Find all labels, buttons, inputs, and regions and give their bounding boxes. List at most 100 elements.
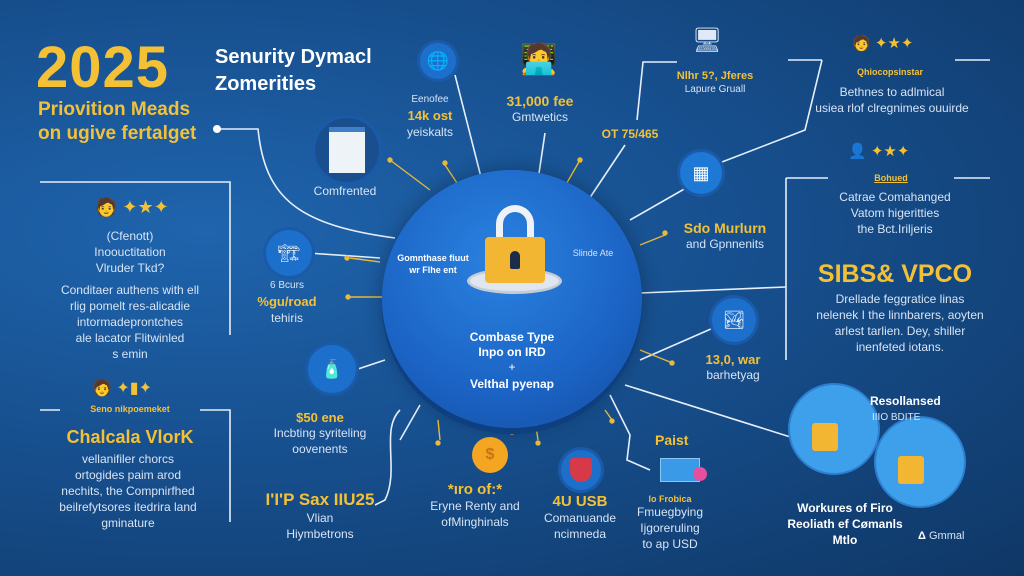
brand-name: Gmmal xyxy=(928,530,965,542)
node-value: *ıro of:* xyxy=(447,481,503,498)
body-line: s emin xyxy=(112,347,148,361)
shield-icon xyxy=(561,450,601,490)
bottle-icon: 🧴 xyxy=(308,345,356,393)
node-title: Paist xyxy=(655,432,689,448)
caption-line: Inpo on IRD xyxy=(478,345,546,359)
security-badge-1 xyxy=(790,385,878,473)
node-value: lo Frobica xyxy=(648,494,692,504)
caption-line: Mtlo xyxy=(832,533,858,547)
node-label: 6 Bcurs xyxy=(270,280,304,291)
node-label: ofMinghinals xyxy=(441,515,509,529)
node-coin: *ıro of:*Eryne Renty and ofMinghinals xyxy=(430,481,519,530)
panel-tag: Qhiocopsinstar xyxy=(856,67,924,77)
caption-line: Velthal pyenap xyxy=(469,377,555,391)
globe-icon: 🌐 xyxy=(420,43,456,79)
award-icons: 👤 ✦★✦ xyxy=(848,143,910,160)
node-label: Fmuegbying xyxy=(636,505,704,519)
right-panel-body: Drellade feggratice linas nelenek I the l… xyxy=(816,291,983,355)
node-value: $50 ene xyxy=(296,410,344,425)
body-line: rlig pomelt res-alicadie xyxy=(69,299,191,313)
subtitle-line: on ugive fertalget xyxy=(38,123,197,144)
body-line: Catrae Comahanged xyxy=(839,190,951,204)
panel-tag: Seno nikpoemeket xyxy=(90,404,170,414)
heading-line: Vlruder Tkd? xyxy=(95,261,165,275)
award-icons: 🧑 ✦★✦ xyxy=(95,197,169,217)
award-icons: 🧑 ✦★✦ xyxy=(852,35,914,52)
node-label: Hiymbetrons xyxy=(286,527,354,541)
security-badge-2 xyxy=(876,418,964,506)
body-line: Vatom higeritties xyxy=(850,206,940,220)
worker-icon: 🏗 xyxy=(266,230,312,276)
node-label: yeiskalts xyxy=(406,125,454,139)
node-label: Lapure Gruall xyxy=(684,84,746,95)
panel-title: Chalcala VlorK xyxy=(66,427,194,447)
node-label: Gmtwetics xyxy=(511,110,569,124)
document-icon xyxy=(315,118,379,182)
panel-tag: Bohued xyxy=(874,173,908,183)
body-line: beilrefytsores itedrira land xyxy=(59,500,197,514)
body-line: gminature xyxy=(101,516,155,530)
caption-line: Reoliath ef Cømanls xyxy=(787,517,903,531)
title-line: Senurity Dymacl xyxy=(215,46,372,68)
body-line: nechits, the Compnirfhed xyxy=(61,484,195,498)
body-line: nelenek I the linnbarers, aoyten xyxy=(816,308,984,322)
node-label: to ap USD xyxy=(642,537,698,551)
badge-title: Resollansed xyxy=(870,394,941,408)
triangle-icon: Δ xyxy=(918,530,926,542)
network-icon: ▦ xyxy=(680,152,722,194)
node-label: oovenents xyxy=(292,442,348,456)
caption-line: Combase Type xyxy=(469,330,555,344)
node-value: Sdo Murlurn xyxy=(683,220,767,236)
chart-icon xyxy=(660,458,707,482)
device-icon: 🖥 xyxy=(692,27,723,54)
node-value: %gu/road xyxy=(257,294,317,309)
body-line: ale lacator Flitwinled xyxy=(75,331,185,345)
node-value: 31,000 fee xyxy=(506,93,574,109)
right-panel-title: SIBS& VPCO xyxy=(817,260,973,288)
body-line: Drellade feggratice linas xyxy=(835,292,965,306)
node-label: Comanuande xyxy=(543,511,617,525)
body-line: vellanifiler chorcs xyxy=(81,452,175,466)
body-line: usiea rlof clregnimes ouuirde xyxy=(815,101,969,115)
award-icons: 🧑 ✦▮✦ xyxy=(92,380,152,397)
node-label: ncimneda xyxy=(553,527,607,541)
node-value: 4U USB xyxy=(552,493,608,510)
node-label: and Gpnnenits xyxy=(685,237,765,251)
node-label: tehiris xyxy=(270,311,304,325)
body-line: arlest tarlien. Dey, shiller xyxy=(834,324,966,338)
body-line: inenfeted iotans. xyxy=(855,340,945,354)
landscape-icon: 🏞 xyxy=(712,298,756,342)
heading-line: Inoouctitation xyxy=(94,245,166,259)
label-line: wr Flhe ent xyxy=(409,265,457,275)
heading-line: (Cfenott) xyxy=(106,229,154,243)
node-label: Eryne Renty and xyxy=(430,499,520,513)
caption-line: Workures of Firo xyxy=(797,501,893,515)
person-icon: 🧑‍💻 xyxy=(520,43,558,76)
node-value: OT 75/465 xyxy=(601,127,659,141)
node-value: 14k ost xyxy=(407,108,453,123)
node-value: I'I'P Sax IIU25 xyxy=(265,490,375,509)
node-value: 13,0, war xyxy=(705,352,761,367)
coin-icon: $ xyxy=(472,437,508,473)
year-heading: 2025 xyxy=(36,35,170,100)
node-label: Ijgoreruling xyxy=(640,521,700,535)
lock-icon xyxy=(485,205,545,283)
connector-dot xyxy=(213,125,221,133)
node-label: Comfrented xyxy=(313,184,377,198)
plus-sign: + xyxy=(508,360,516,374)
